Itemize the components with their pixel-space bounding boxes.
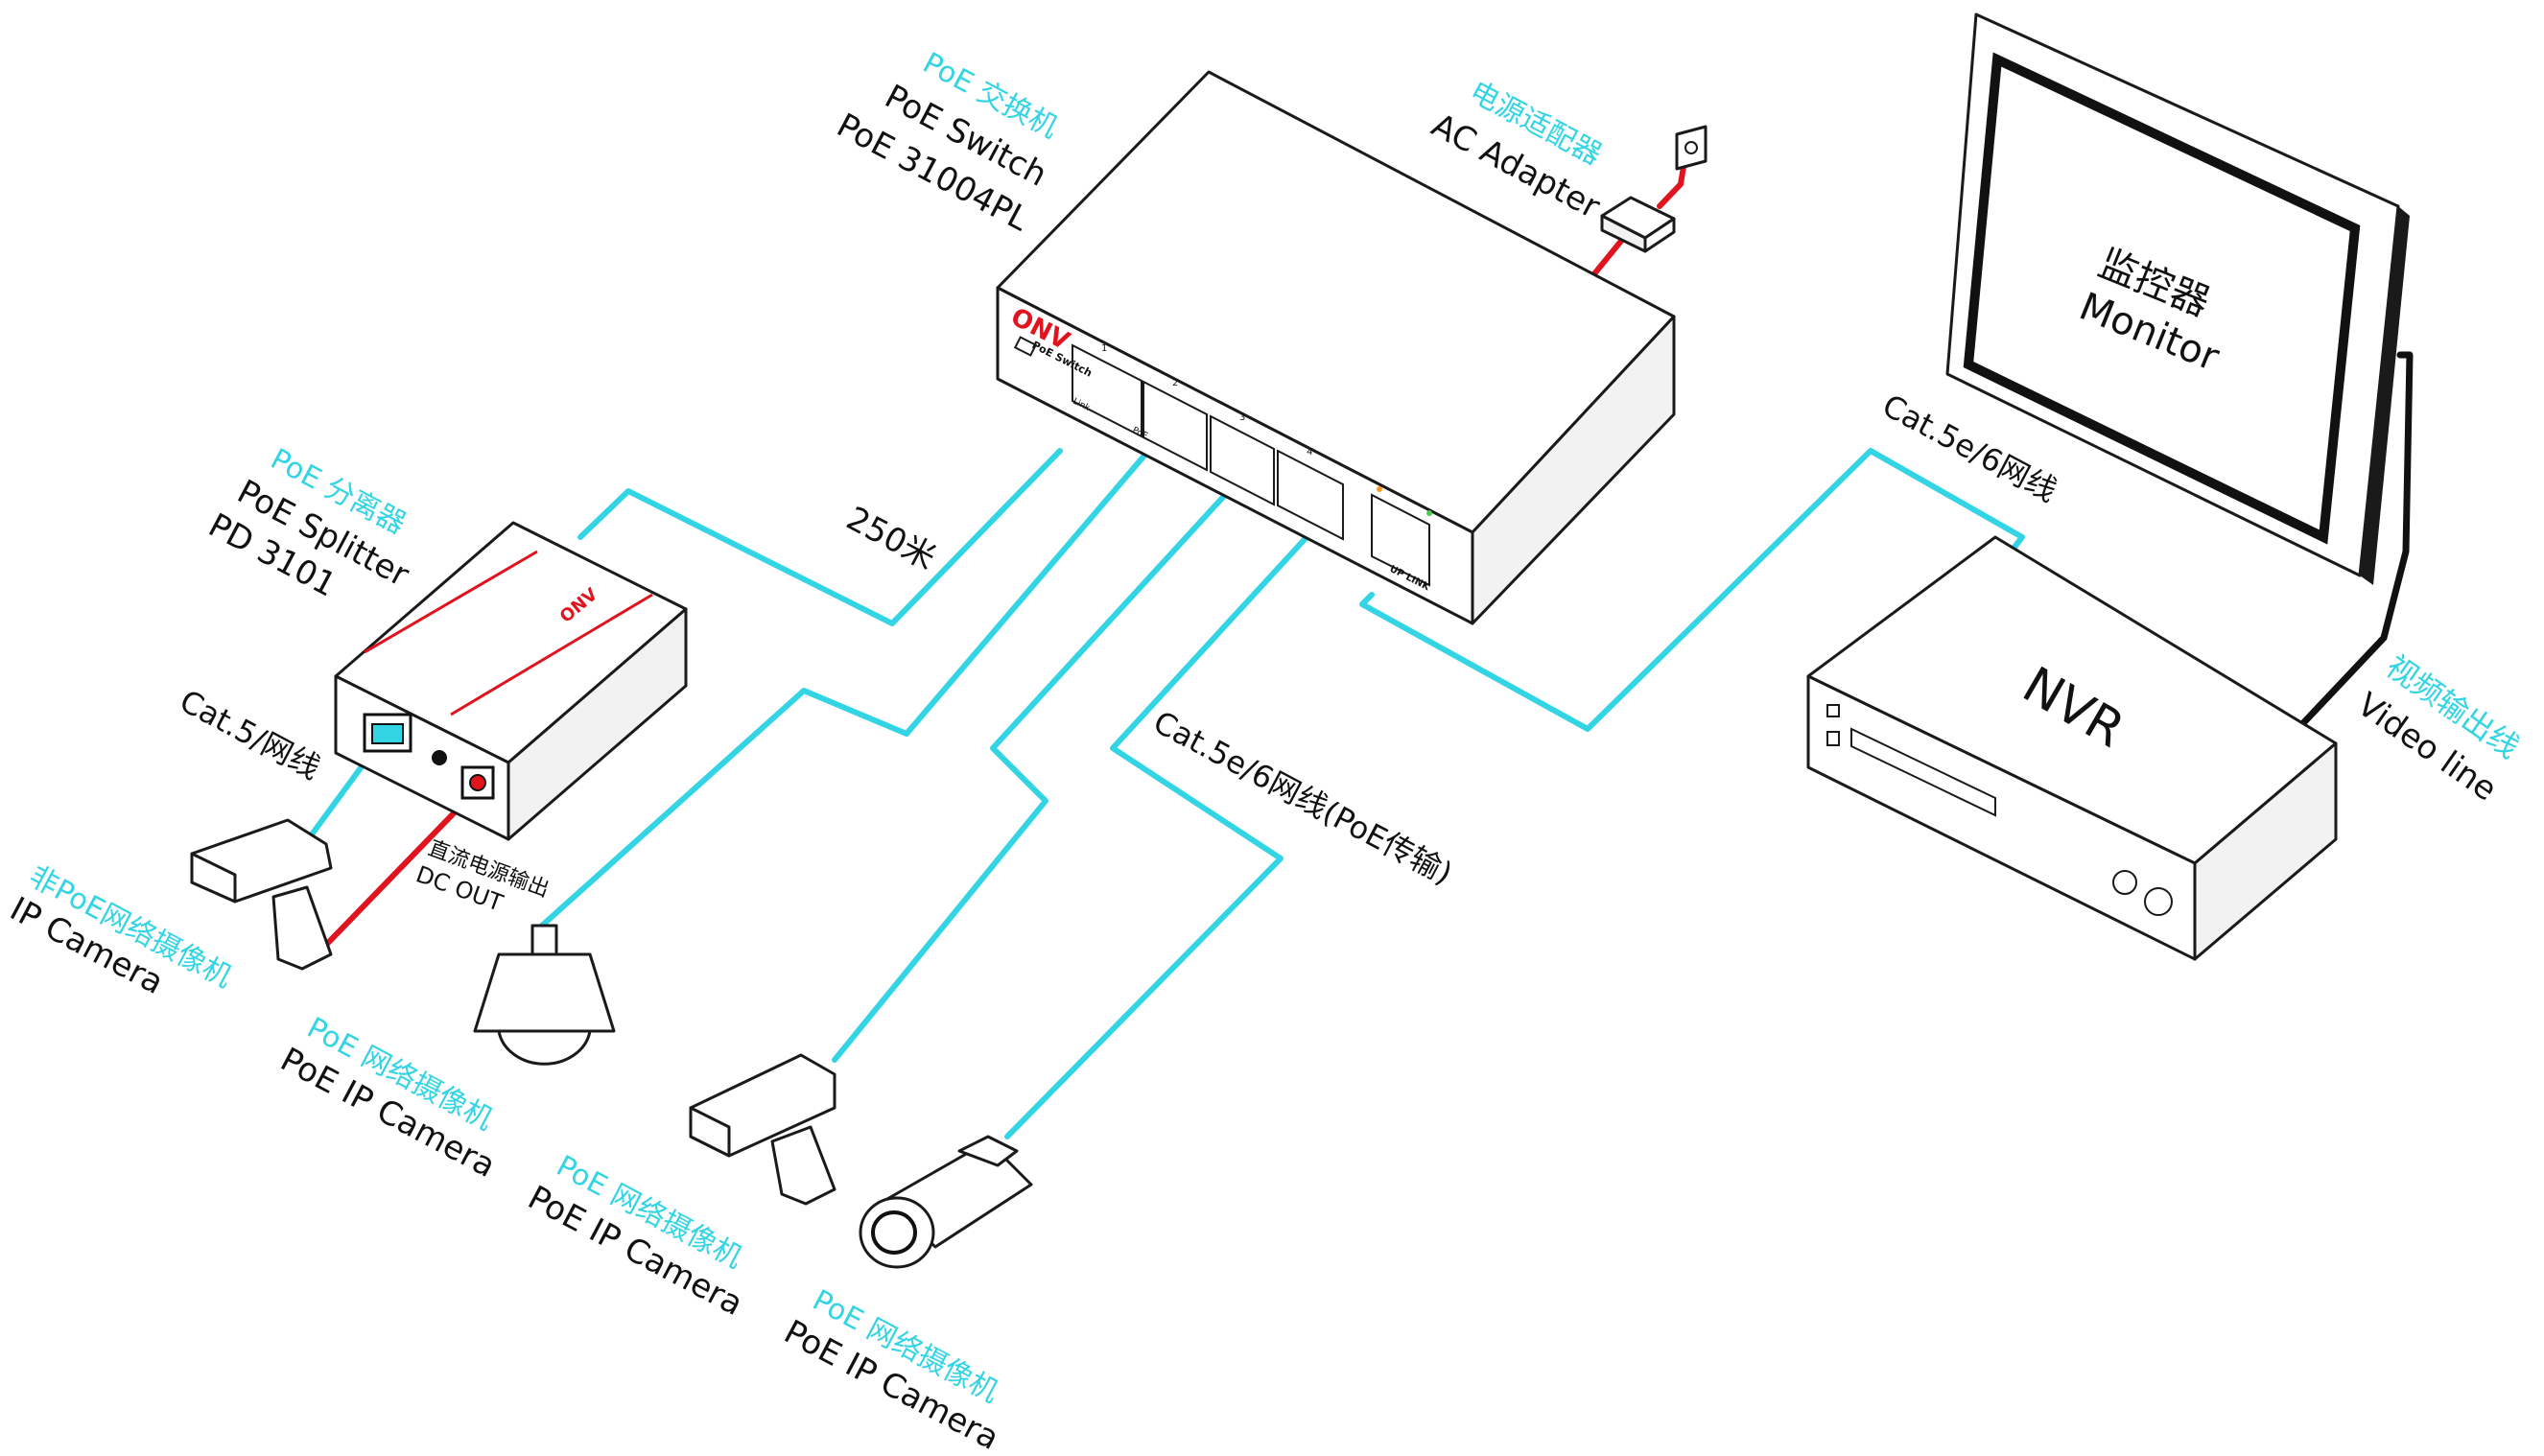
cable-uplink-nvr (1359, 448, 2025, 732)
poe-splitter: ONV (334, 521, 688, 841)
cable-bullet-camera (1004, 510, 1331, 1139)
splitter-dc-port (460, 765, 495, 800)
bullet-camera-mount (957, 1135, 1019, 1167)
box-camera-mount (770, 1125, 836, 1206)
splitter-side (506, 607, 688, 841)
switch-port-number-3: 3 (1239, 412, 1245, 423)
dome-camera-cap (530, 924, 558, 956)
nvr-button-1 (2112, 870, 2137, 895)
switch-labels: PoE 交换机 PoE Switch PoE 31004PL (831, 46, 1064, 239)
cable-cat5-label: Cat.5/网线 (174, 683, 326, 787)
switch-port-3 (1210, 414, 1275, 506)
power-cable-adapter (1590, 232, 1629, 279)
switch-port-number-1: 1 (1101, 343, 1107, 354)
nvr-side (2193, 741, 2338, 961)
dc-out-cable (323, 786, 481, 948)
switch-led-orange (1377, 486, 1382, 492)
dome-camera (473, 924, 616, 1066)
cable-distance-label: 250米 (840, 500, 942, 578)
camera-labels: 非PoE网络摄像机 IP Camera PoE 网络摄像机 PoE IP Cam… (4, 859, 1005, 1456)
cable-splitter-switch (577, 448, 1063, 626)
ip-camera-non-poe (190, 818, 333, 971)
nvr (1806, 535, 2338, 961)
monitor (1945, 12, 2410, 585)
wall-socket (1675, 125, 1708, 171)
splitter-stripe-1 (364, 550, 538, 654)
switch-port-4 (1277, 449, 1344, 541)
switch-port-number-4: 4 (1307, 447, 1312, 458)
nvr-power-button (1826, 704, 1840, 717)
box-camera (689, 1053, 836, 1206)
switch-port-1 (1072, 343, 1142, 438)
bullet-camera (859, 1135, 1033, 1269)
dome-camera-housing (473, 952, 616, 1033)
bullet-camera-lens-inner (871, 1210, 917, 1255)
dome-camera-dome (497, 1029, 592, 1066)
switch-port-number-2: 2 (1172, 378, 1178, 388)
monitor-stand (2360, 206, 2410, 585)
splitter-ethernet-jack (371, 723, 404, 744)
splitter-led (432, 750, 447, 765)
ac-adapter (1600, 125, 1708, 253)
cable-cat5e-poe-label: Cat.5e/6网线(PoE传输) (1147, 704, 1458, 892)
nvr-usb-port (1826, 731, 1840, 746)
switch-ports (1072, 343, 1430, 587)
splitter-stripe-2 (450, 593, 653, 716)
wall-socket-hole (1684, 141, 1698, 154)
switch-port-uplink (1371, 493, 1430, 587)
switch-port-2 (1142, 380, 1208, 472)
box-camera-front (689, 1106, 731, 1158)
ip-camera-front (190, 852, 237, 904)
splitter-dc-jack (469, 774, 486, 791)
switch-led-green (1426, 510, 1432, 516)
switch-front (996, 286, 1474, 625)
switch-power-button (1013, 336, 1038, 357)
nvr-button-2 (2144, 887, 2173, 916)
ip-camera-mount (271, 885, 333, 971)
monitor-screen (1963, 52, 2361, 545)
nvr-drive-bay (1850, 727, 1996, 817)
adapter-side (1643, 217, 1676, 253)
cable-dome-camera (539, 434, 1164, 928)
video-line-labels: 视频输出线 Video line (2350, 647, 2526, 809)
poe-switch: ONV PoE Switch 1 2 3 4 Link PoE UP LINK (996, 70, 1676, 625)
video-output-cable (2298, 351, 2414, 728)
cable-box-camera (832, 458, 1260, 1063)
